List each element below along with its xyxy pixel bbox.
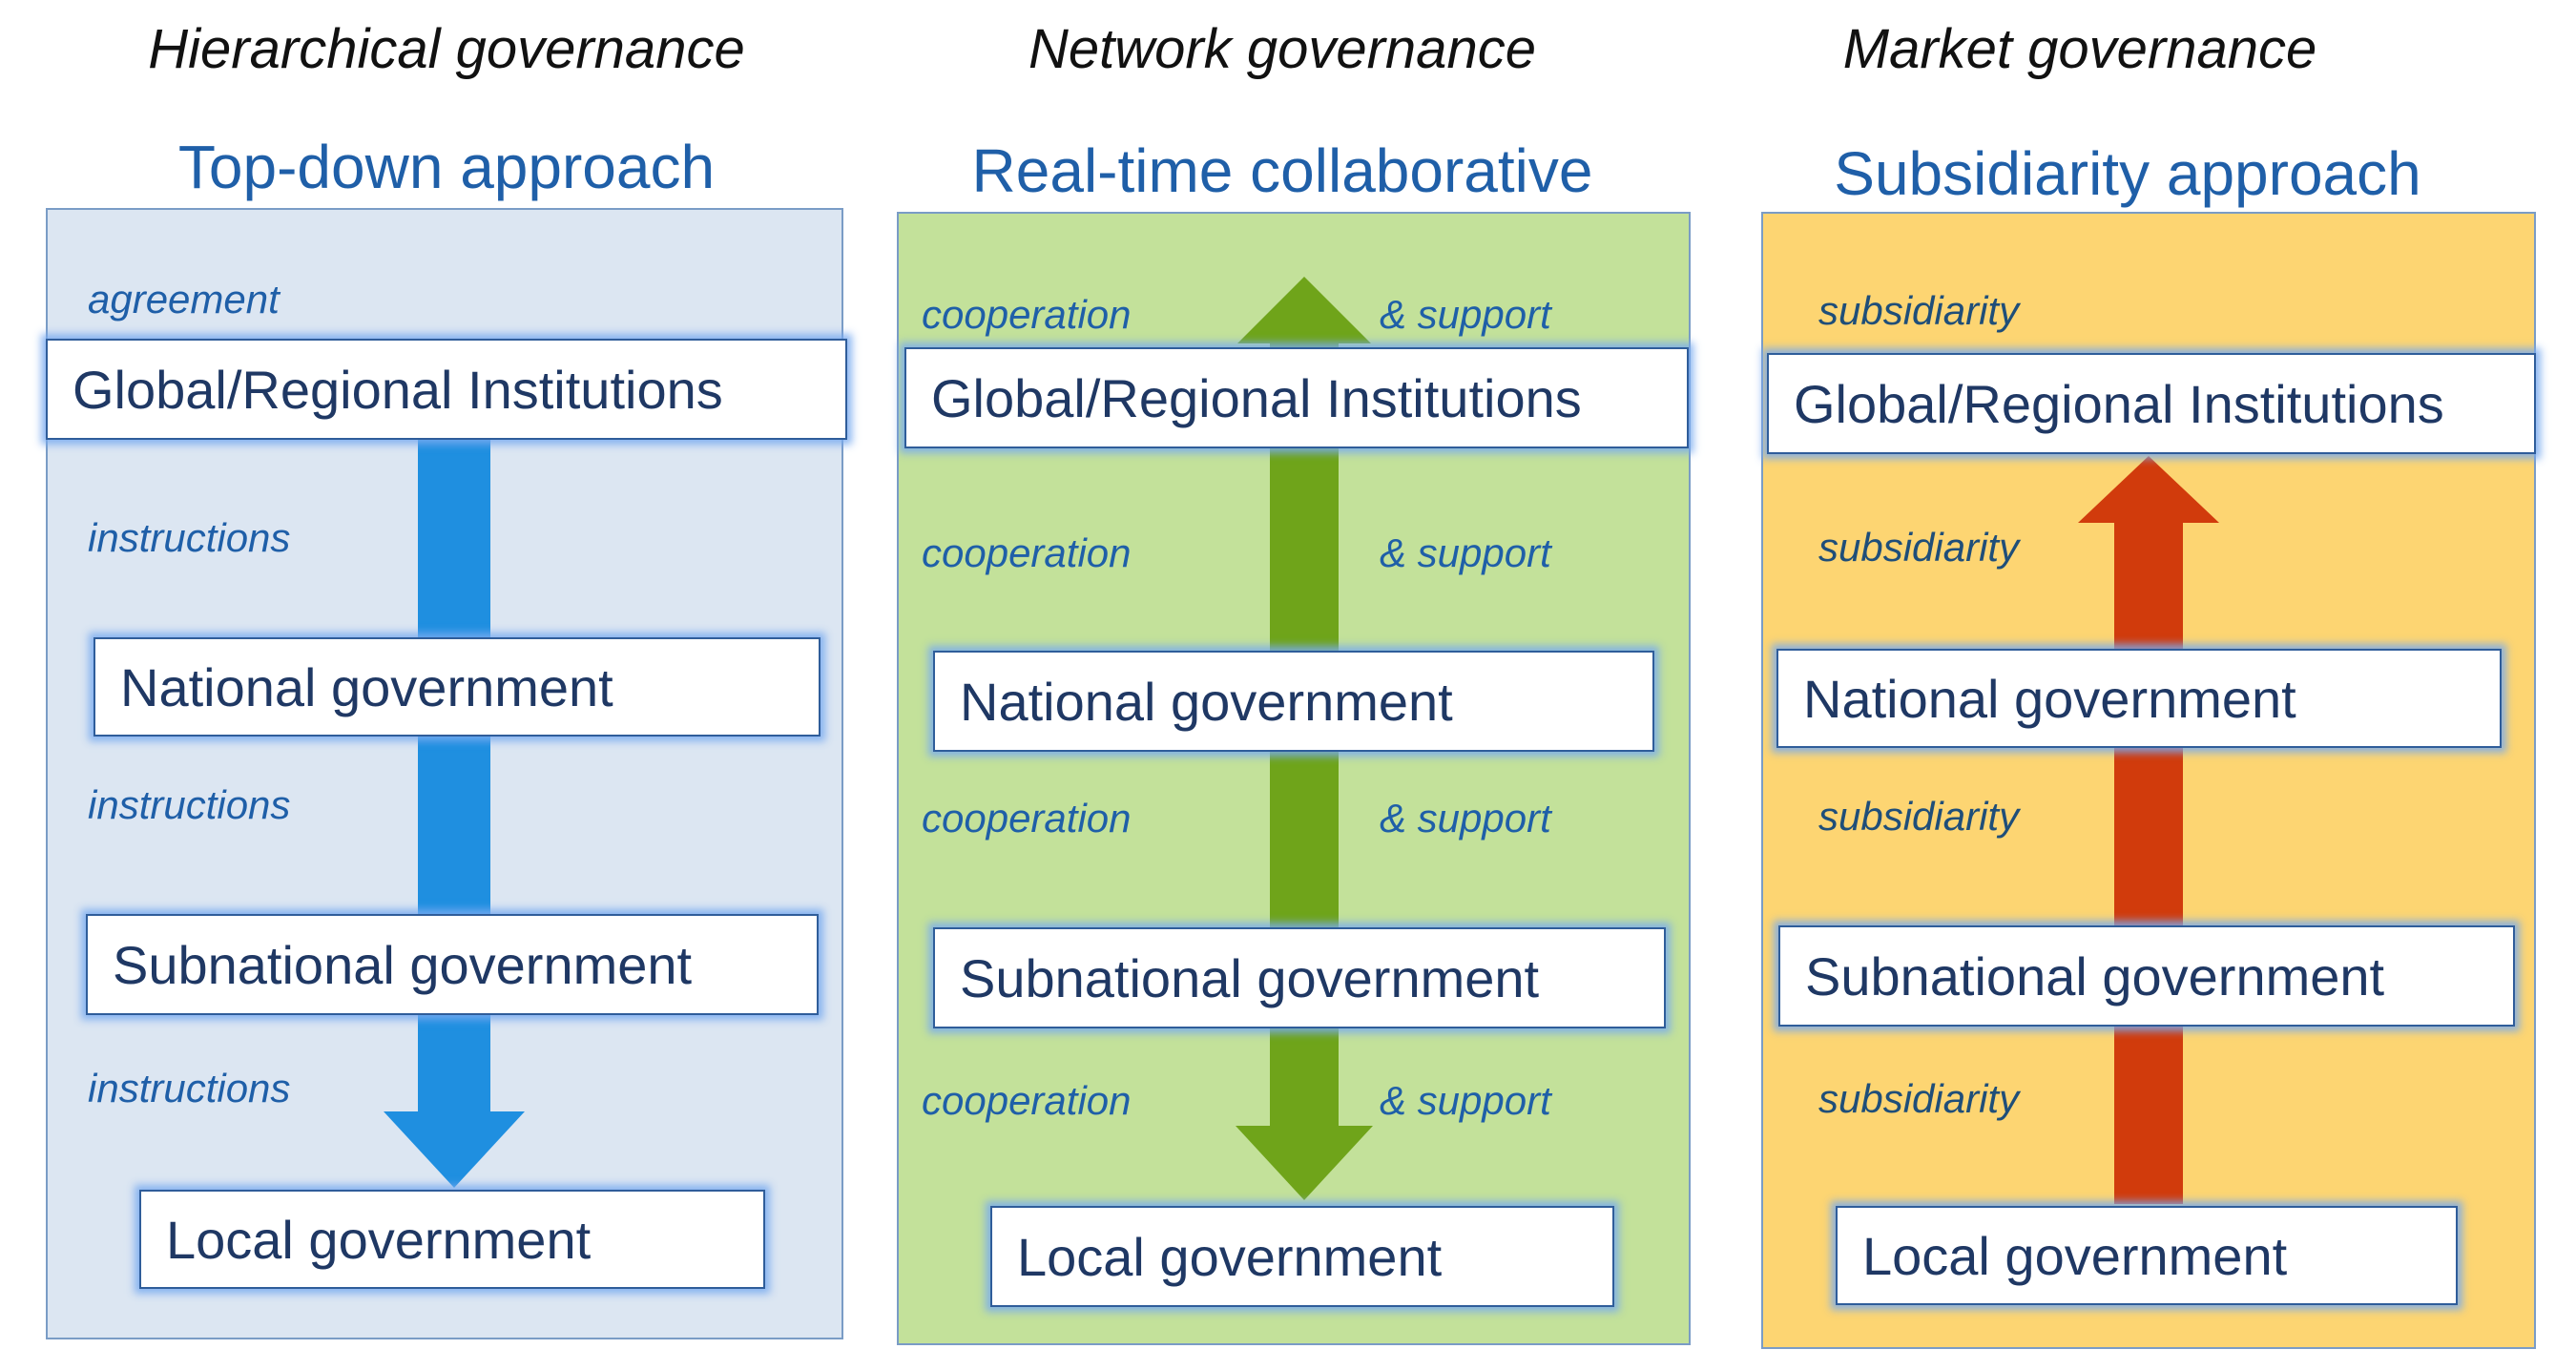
subsidiarity-label-1: subsidiarity	[1818, 288, 2020, 333]
support-label-1: & support	[1380, 292, 1551, 337]
governance-title: Market governance	[1842, 18, 2317, 80]
governance-title: Network governance	[1028, 18, 1536, 80]
network-column: Network governance Real-time collaborati…	[859, 0, 1717, 1370]
local-government-box: Local government	[1836, 1206, 2458, 1305]
cooperation-label-1: cooperation	[922, 292, 1132, 337]
instructions-label-1: instructions	[88, 515, 291, 560]
national-government-box: National government	[93, 637, 821, 737]
local-government-box: Local government	[139, 1190, 765, 1289]
approach-title: Top-down approach	[177, 133, 716, 201]
agreement-label: agreement	[88, 277, 280, 322]
global-regional-institutions-box: Global/Regional Institutions	[46, 339, 847, 440]
cooperation-label-3: cooperation	[922, 796, 1132, 841]
subsidiarity-label-2: subsidiarity	[1818, 525, 2020, 570]
hierarchical-column: Hierarchical governance Top-down approac…	[0, 0, 859, 1370]
national-government-box: National government	[1776, 649, 2502, 748]
approach-title: Subsidiarity approach	[1834, 139, 2421, 208]
instructions-label-3: instructions	[88, 1066, 291, 1111]
market-column: Market governance Subsidiarity approach …	[1717, 0, 2576, 1370]
subsidiarity-label-4: subsidiarity	[1818, 1076, 2020, 1121]
subsidiarity-label-3: subsidiarity	[1818, 794, 2020, 839]
support-label-2: & support	[1380, 530, 1551, 575]
subnational-government-box: Subnational government	[1778, 925, 2515, 1027]
global-regional-institutions-box: Global/Regional Institutions	[1767, 353, 2536, 454]
local-government-box: Local government	[990, 1206, 1614, 1307]
subnational-government-box: Subnational government	[933, 927, 1666, 1028]
global-regional-institutions-box: Global/Regional Institutions	[904, 347, 1689, 448]
subnational-government-box: Subnational government	[86, 914, 819, 1015]
national-government-box: National government	[933, 651, 1654, 752]
governance-title: Hierarchical governance	[148, 18, 745, 80]
support-label-4: & support	[1380, 1078, 1551, 1123]
up-arrow-icon	[2078, 456, 2219, 1204]
approach-title: Real-time collaborative	[971, 136, 1593, 205]
cooperation-label-4: cooperation	[922, 1078, 1132, 1123]
cooperation-label-2: cooperation	[922, 530, 1132, 575]
instructions-label-2: instructions	[88, 782, 291, 827]
support-label-3: & support	[1380, 796, 1551, 841]
